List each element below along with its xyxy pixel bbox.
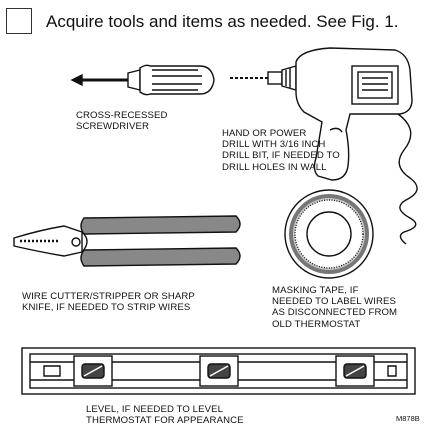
level-illustration [21, 347, 416, 395]
level-caption: LEVEL, IF NEEDED TO LEVEL THERMOSTAT FOR… [86, 404, 244, 427]
drill-caption: HAND OR POWER DRILL WITH 3/16 INCH DRILL… [222, 128, 340, 173]
step-instruction: Acquire tools and items as needed. See F… [46, 12, 399, 31]
figure-id: M878B [396, 414, 420, 423]
masking-tape-caption: MASKING TAPE, IF NEEDED TO LABEL WIRES A… [272, 285, 398, 330]
screwdriver-caption: CROSS-RECESSED SCREWDRIVER [76, 110, 168, 133]
masking-tape-illustration [284, 189, 374, 279]
drill-illustration [230, 47, 418, 245]
screwdriver-illustration [70, 64, 215, 96]
stripper-caption: WIRE CUTTER/STRIPPER OR SHARP KNIFE, IF … [22, 291, 195, 314]
stripper-illustration [13, 215, 241, 267]
step-checkbox[interactable] [6, 8, 32, 34]
